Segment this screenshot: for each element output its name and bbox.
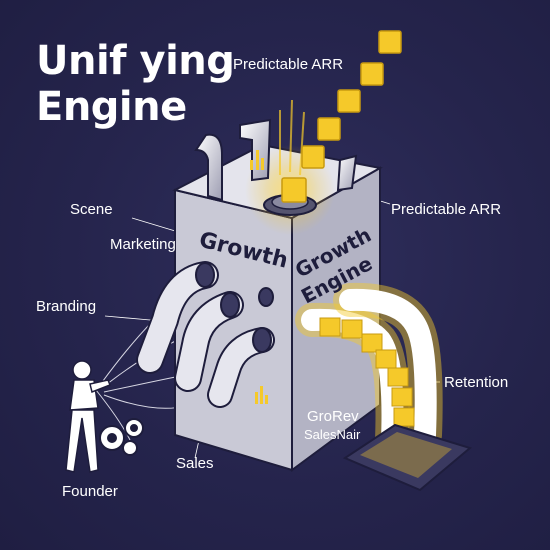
label-sales: Sales [176,455,214,472]
title-line-1: Unif ying [36,38,235,84]
cube-icon [281,30,402,203]
light-beams [279,99,305,176]
label-predictable-arr-right: Predictable ARR [391,201,502,218]
label-grorev: GroRev [307,408,359,425]
page-title: Unif ying Engine [36,38,235,130]
output-platform [342,423,473,492]
label-salesnair: SalesNair [304,427,361,442]
label-retention: Retention [444,374,509,391]
title-line-2: Engine [36,84,187,130]
gear-cluster-icon [99,418,144,456]
front-bar-chart-icon [255,386,268,404]
label-scene: Scene [70,201,113,218]
bar-chart-icon [250,150,264,170]
person-icon [65,360,111,473]
label-predictable-arr-top: Predictable ARR [233,56,344,73]
label-founder: Founder [62,483,118,500]
label-branding: Branding [36,298,97,315]
label-marketing: Marketing [110,236,176,253]
golden-cubes [319,317,415,427]
pipe-openings [195,262,274,353]
